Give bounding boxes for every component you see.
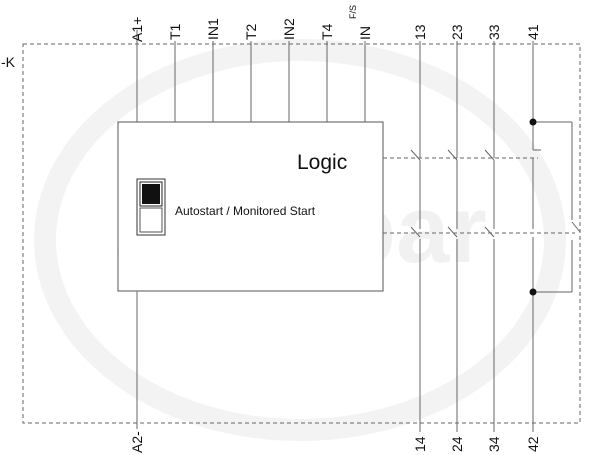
terminal-label-t2: T2: [243, 23, 259, 40]
output-contacts: [410, 41, 581, 432]
terminal-label-fs-sub: F/S: [348, 5, 358, 19]
mode-switch-icon: [136, 178, 166, 236]
terminal-label-in2: IN2: [281, 18, 297, 40]
mechanical-linkage: [383, 157, 575, 234]
terminal-label-in1: IN1: [205, 18, 221, 40]
terminal-label-t1: T1: [167, 23, 183, 40]
terminal-label-14: 14: [412, 436, 428, 452]
logic-title: Logic: [297, 151, 347, 174]
input-terminal-lines: [136, 30, 366, 429]
top-terminal-labels: A1+ T1 IN1 T2 IN2 T4 IN F/S 13 23 33 41: [129, 5, 541, 42]
terminal-label-33: 33: [486, 24, 502, 40]
terminal-label-in-fs: IN: [357, 26, 373, 40]
switch-label: Autostart / Monitored Start: [175, 204, 316, 218]
terminal-label-34: 34: [486, 436, 502, 452]
terminal-label-a2: A2-: [129, 431, 145, 453]
terminal-label-a1: A1+: [129, 17, 145, 42]
terminal-label-24: 24: [449, 436, 465, 452]
terminal-label-23: 23: [449, 24, 465, 40]
terminal-label-41: 41: [525, 24, 541, 40]
junction-dot: [529, 118, 537, 126]
junction-dot: [529, 288, 537, 296]
terminal-label-42: 42: [525, 436, 541, 452]
terminal-label-13: 13: [412, 24, 428, 40]
device-reference: -K: [1, 54, 16, 70]
bottom-terminal-labels: A2- 14 24 34 42: [129, 431, 541, 453]
terminal-label-t4: T4: [319, 23, 335, 40]
device-boundary: [22, 43, 581, 424]
logic-block: Logic Autostart / Monitored Start: [117, 121, 384, 292]
